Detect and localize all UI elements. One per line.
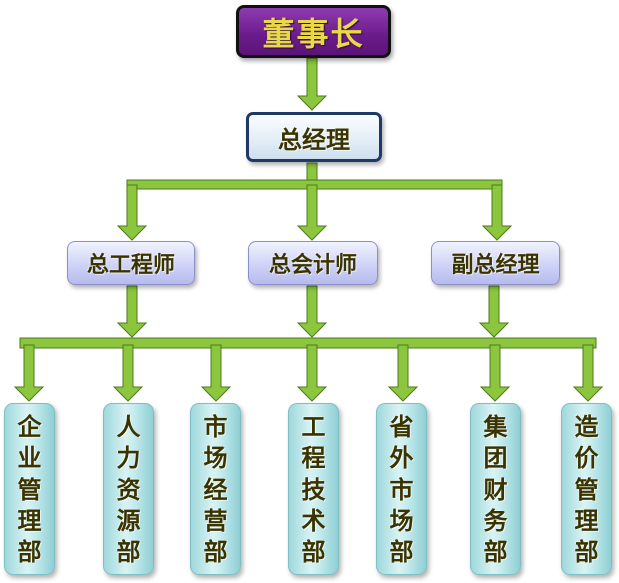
dept-label-char: 部: [483, 538, 508, 566]
chairman-box: 董事长: [236, 5, 391, 58]
arrow-to-dept-cost-management: [572, 344, 604, 402]
dept-label-char: 造: [574, 413, 599, 441]
arrow-to-dept-human-resources: [112, 344, 144, 402]
dept-label-char: 理: [574, 506, 599, 535]
dept-label-char: 人: [116, 413, 141, 441]
dept-label-char: 部: [17, 538, 42, 566]
dept-label-char: 务: [483, 506, 508, 535]
arrow-chief-engineer-down: [116, 285, 148, 338]
dept-enterprise-management: 企业管理部: [4, 403, 55, 575]
dept-label-char: 场: [203, 444, 228, 473]
dept-label-char: 业: [17, 444, 42, 473]
dept-label-char: 部: [389, 538, 414, 566]
dept-label-char: 省: [389, 413, 414, 441]
dept-market-operations: 市场经营部: [190, 403, 241, 575]
dept-label-char: 部: [203, 538, 228, 566]
general-manager-label: 总经理: [278, 125, 350, 154]
dept-label-char: 工: [301, 413, 326, 441]
connectors: [13, 57, 604, 402]
dept-label-char: 企: [17, 413, 42, 441]
dept-label-char: 管: [17, 475, 42, 504]
arrow-to-dept-enterprise-management: [13, 344, 45, 402]
general-manager-box: 总经理: [246, 112, 382, 162]
dept-label-char: 部: [574, 538, 599, 566]
deputy-gm-box: 副总经理: [431, 241, 560, 285]
deputy-gm-label: 副总经理: [451, 253, 540, 278]
arrow-to-dept-group-finance: [479, 344, 511, 402]
dept-label-char: 营: [203, 506, 228, 535]
chief-accountant-label: 总会计师: [268, 253, 357, 278]
chief-engineer-label: 总工程师: [86, 253, 175, 278]
dept-label-char: 财: [483, 475, 508, 504]
dept-label-char: 价: [574, 444, 599, 473]
dept-label-char: 部: [116, 538, 141, 566]
dept-label-char: 部: [301, 538, 326, 566]
dept-label-char: 场: [389, 506, 414, 535]
dept-label-char: 力: [116, 444, 141, 473]
arrow-to-chief-accountant: [296, 184, 328, 241]
arrow-to-dept-provincial-external-market: [387, 344, 419, 402]
dept-label-char: 团: [483, 444, 508, 473]
dept-label-char: 术: [301, 506, 326, 535]
dept-label-char: 程: [301, 444, 326, 473]
dept-label-char: 市: [203, 413, 228, 441]
arrow-to-dept-engineering-technology: [296, 344, 328, 402]
dept-human-resources: 人力资源部: [103, 403, 154, 575]
dept-label-char: 外: [389, 444, 414, 473]
dept-label-char: 技: [301, 475, 326, 504]
dept-label-char: 源: [116, 506, 141, 535]
arrow-chairman-to-gm: [296, 57, 328, 111]
dept-provincial-external-market: 省外市场部: [376, 403, 427, 575]
arrow-to-chief-engineer: [116, 184, 148, 241]
dept-engineering-technology: 工程技术部: [288, 403, 339, 575]
arrow-deputy-gm-down: [478, 285, 510, 338]
arrow-to-deputy-gm: [481, 184, 513, 241]
dept-label-char: 集: [483, 413, 508, 441]
chief-accountant-box: 总会计师: [248, 241, 378, 285]
dept-label-char: 市: [389, 475, 414, 504]
dept-label-char: 理: [17, 506, 42, 535]
chairman-label: 董事长: [262, 14, 365, 53]
dept-label-char: 经: [203, 475, 228, 504]
chief-engineer-box: 总工程师: [67, 241, 195, 285]
dept-cost-management: 造价管理部: [561, 403, 612, 575]
arrow-chief-accountant-down: [296, 285, 328, 338]
dept-label-char: 管: [574, 475, 599, 504]
arrow-to-dept-market-operations: [200, 344, 232, 402]
dept-label-char: 资: [116, 475, 141, 504]
dept-group-finance: 集团财务部: [470, 403, 521, 575]
